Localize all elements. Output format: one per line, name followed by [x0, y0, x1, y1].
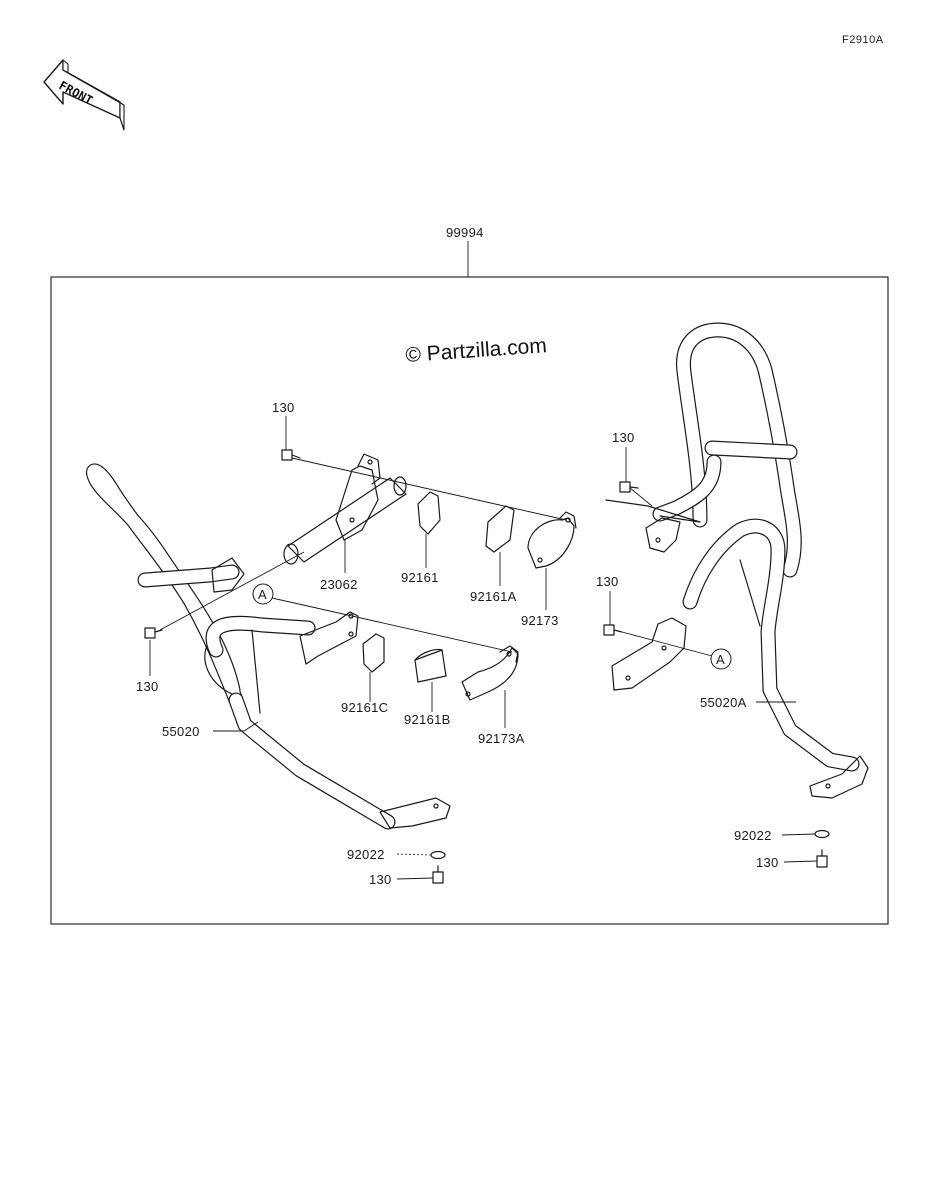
leader-130-bottom-right [783, 860, 818, 863]
callout-23062: 23062 [320, 577, 358, 592]
alignment-line-a-left [271, 597, 513, 653]
callout-92173A: 92173A [478, 731, 525, 746]
bolt-130-bottom-right [816, 849, 828, 868]
reference-a-right-label: A [716, 652, 725, 667]
watermark: © Partzilla.com [405, 334, 548, 367]
alignment-line-left [159, 551, 305, 631]
bolt-130-upper-left [281, 449, 301, 461]
callout-55020A: 55020A [700, 695, 747, 710]
clamp-92173A [461, 645, 519, 701]
callout-92161: 92161 [401, 570, 439, 585]
assembly-number: 99994 [446, 225, 484, 240]
callout-55020: 55020 [162, 724, 200, 739]
alignment-line-upper-right [629, 487, 653, 507]
washer-92022-right [814, 829, 830, 839]
leader-92022-left [396, 853, 431, 856]
callout-130-upper-left: 130 [272, 400, 295, 415]
collar-23062 [283, 453, 407, 565]
cushion-92161A [485, 505, 515, 553]
alignment-line-a-right [621, 631, 713, 657]
callout-92161B: 92161B [404, 712, 451, 727]
callout-130-bottom-right: 130 [756, 855, 779, 870]
callout-130-bottom-left: 130 [369, 872, 392, 887]
cushion-92161B [414, 648, 447, 683]
callout-92161A: 92161A [470, 589, 517, 604]
reference-a-left-label: A [258, 587, 267, 602]
figure-code: F2910A [842, 34, 884, 46]
right-engine-guard [605, 322, 869, 799]
bolt-130-right [603, 624, 623, 636]
washer-92022-left [430, 850, 446, 860]
cushion-92161C [362, 633, 385, 673]
callout-92022-right: 92022 [734, 828, 772, 843]
bolt-130-bottom-left [432, 865, 444, 884]
reference-a-left [252, 583, 274, 605]
callout-92173: 92173 [521, 613, 559, 628]
front-arrow-icon [43, 59, 125, 131]
callout-130-right: 130 [596, 574, 619, 589]
cushion-92161 [417, 491, 441, 535]
bolt-130-left [144, 627, 163, 639]
leader-130-bottom-left [396, 877, 434, 880]
clamp-92173 [527, 511, 577, 569]
callout-130-upper-right: 130 [612, 430, 635, 445]
bolt-130-upper-right [619, 481, 639, 493]
callout-130-left: 130 [136, 679, 159, 694]
callout-92022-left: 92022 [347, 847, 385, 862]
alignment-line-upper [291, 457, 567, 521]
left-engine-guard [85, 463, 451, 830]
callout-92161C: 92161C [341, 700, 388, 715]
assembly-frame [50, 276, 889, 925]
reference-a-right [710, 648, 732, 670]
leader-92022-right [781, 833, 816, 836]
